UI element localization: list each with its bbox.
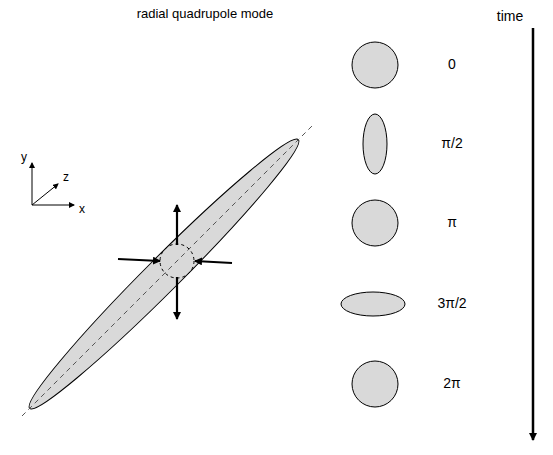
time-arrow [532,28,535,440]
phase-label: 2π [443,376,460,391]
axis-label: x [79,203,85,216]
axis-label: z [63,171,69,184]
axis-label: time [497,9,523,24]
time-sequence [341,42,405,407]
phase-label: π/2 [441,136,462,151]
phase-label: 3π/2 [437,296,466,311]
axis-label: y [21,151,27,164]
cross-section [160,244,194,278]
phase-label: 0 [448,57,456,72]
phase-label: π [447,215,457,230]
title: radial quadrupole mode [137,7,274,21]
axis-dashed-line [22,126,312,416]
motion-arrows [118,205,232,319]
axes [32,163,74,205]
